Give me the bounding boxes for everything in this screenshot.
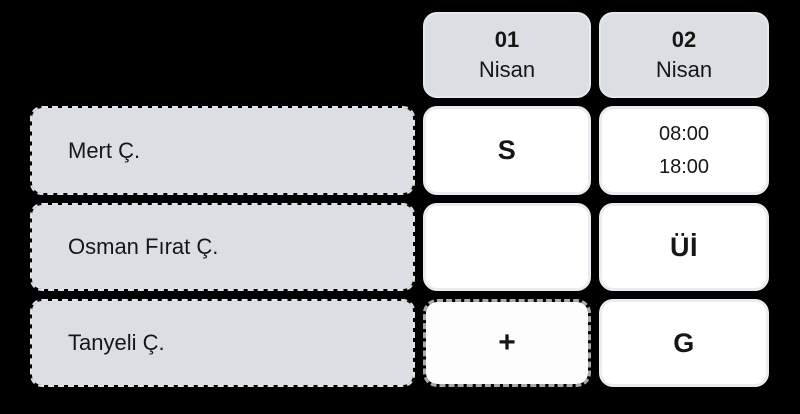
plus-icon: + [498, 326, 516, 359]
corner-spacer [30, 12, 415, 98]
shift-code: S [497, 135, 517, 165]
shift-code: Üİ [670, 231, 698, 262]
shift-code: G [673, 327, 695, 358]
add-shift-button-tanyeli-01[interactable]: + [423, 299, 591, 387]
shift-cell-osman-02[interactable]: Üİ [599, 203, 769, 291]
date-header-month: Nisan [655, 57, 713, 82]
shift-end-time: 18:00 [658, 156, 710, 178]
date-header-01-nisan: 01 Nisan [423, 12, 591, 98]
shift-cell-osman-01-empty[interactable] [423, 203, 591, 291]
date-header-day: 02 [671, 27, 697, 53]
employee-row-mert[interactable]: Mert Ç. [30, 106, 415, 195]
schedule-grid: 01 Nisan 02 Nisan Mert Ç. S 08:00 18:00 … [30, 12, 769, 387]
shift-cell-mert-02[interactable]: 08:00 18:00 [599, 106, 769, 195]
shift-cell-mert-01[interactable]: S [423, 106, 591, 195]
employee-name: Tanyeli Ç. [68, 330, 165, 355]
employee-row-tanyeli[interactable]: Tanyeli Ç. [30, 299, 415, 387]
employee-name: Osman Fırat Ç. [68, 234, 219, 259]
shift-start-time: 08:00 [658, 123, 710, 145]
employee-name: Mert Ç. [68, 137, 141, 163]
date-header-day: 01 [494, 27, 520, 53]
employee-row-osman-firat[interactable]: Osman Fırat Ç. [30, 203, 415, 291]
date-header-02-nisan: 02 Nisan [599, 12, 769, 98]
shift-cell-tanyeli-02[interactable]: G [599, 299, 769, 387]
date-header-month: Nisan [478, 57, 536, 82]
